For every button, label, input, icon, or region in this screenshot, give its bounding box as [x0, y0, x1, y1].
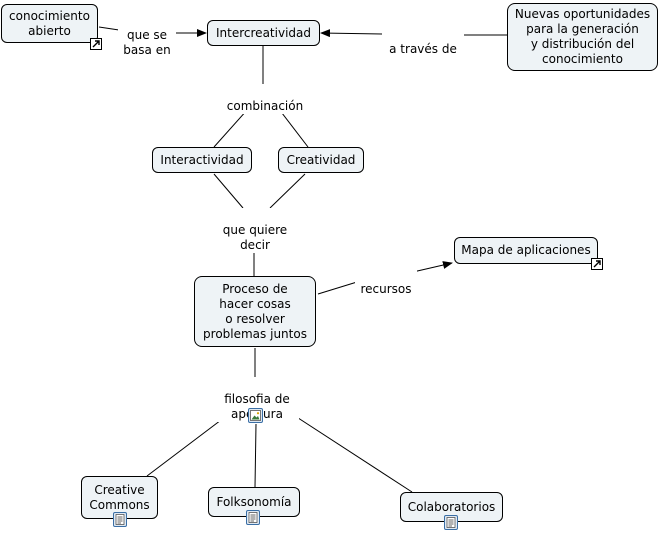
- concept-label: Creative Commons: [89, 482, 150, 512]
- concept-label: Interactividad: [160, 152, 244, 167]
- link-label-text: combinación: [226, 99, 304, 113]
- concept-interactividad[interactable]: Interactividad: [152, 147, 252, 173]
- link-label-text: recursos: [360, 282, 412, 296]
- concept-colaboratorios[interactable]: Colaboratorios: [400, 492, 503, 522]
- link-recursos[interactable]: recursos: [355, 267, 417, 297]
- concept-intercreatividad[interactable]: Intercreatividad: [207, 20, 320, 46]
- concept-label: Proceso de hacer cosas o resolver proble…: [203, 281, 307, 341]
- line-interactividad-to-label: [213, 173, 244, 209]
- document-icon[interactable]: [246, 510, 260, 525]
- line-creatividad-to-label: [269, 173, 306, 209]
- concept-creative-commons[interactable]: Creative Commons: [81, 476, 158, 519]
- concept-nuevas-oportunidades[interactable]: Nuevas oportunidades para la generación …: [507, 3, 658, 71]
- concept-label: Mapa de aplicaciones: [461, 243, 591, 257]
- concept-label: Folksonomía: [216, 494, 292, 509]
- external-link-icon[interactable]: [90, 38, 102, 50]
- concept-mapa-aplicaciones[interactable]: Mapa de aplicaciones: [454, 237, 598, 264]
- link-label-text: que se basa en: [123, 28, 171, 57]
- line-filosofia-to-colaboratorios: [291, 413, 413, 493]
- line-filosofia-to-creative-commons: [146, 413, 230, 477]
- concept-label: Intercreatividad: [216, 25, 311, 40]
- concept-label: Colaboratorios: [407, 499, 496, 514]
- line-filosofia-to-folksonomia: [254, 423, 257, 488]
- concept-label: Nuevas oportunidades para la generación …: [514, 7, 651, 66]
- concept-conocimiento-abierto[interactable]: conocimiento abierto: [1, 4, 98, 43]
- document-icon[interactable]: [444, 515, 458, 530]
- image-icon[interactable]: [248, 408, 263, 423]
- line-proceso-to-recursos: [317, 281, 358, 295]
- concept-label: Creatividad: [286, 152, 356, 167]
- link-que-se-basa-en[interactable]: que se basa en: [118, 13, 176, 58]
- concept-creatividad[interactable]: Creatividad: [278, 147, 364, 173]
- document-icon[interactable]: [113, 512, 127, 527]
- link-label-text: a través de: [389, 42, 457, 56]
- external-link-icon[interactable]: [591, 258, 603, 270]
- link-que-quiere-decir[interactable]: que quiere decir: [215, 208, 295, 253]
- line-label-to-intercreatividad-2: [320, 29, 384, 38]
- line-recursos-to-mapa: [412, 261, 453, 273]
- line-conocimiento-to-label: [98, 26, 120, 31]
- concept-label: conocimiento abierto: [9, 8, 90, 38]
- link-a-traves-de[interactable]: a través de: [382, 27, 464, 57]
- concept-proceso[interactable]: Proceso de hacer cosas o resolver proble…: [194, 276, 316, 347]
- link-combinacion[interactable]: combinación: [220, 84, 310, 114]
- link-label-text: que quiere decir: [222, 223, 288, 252]
